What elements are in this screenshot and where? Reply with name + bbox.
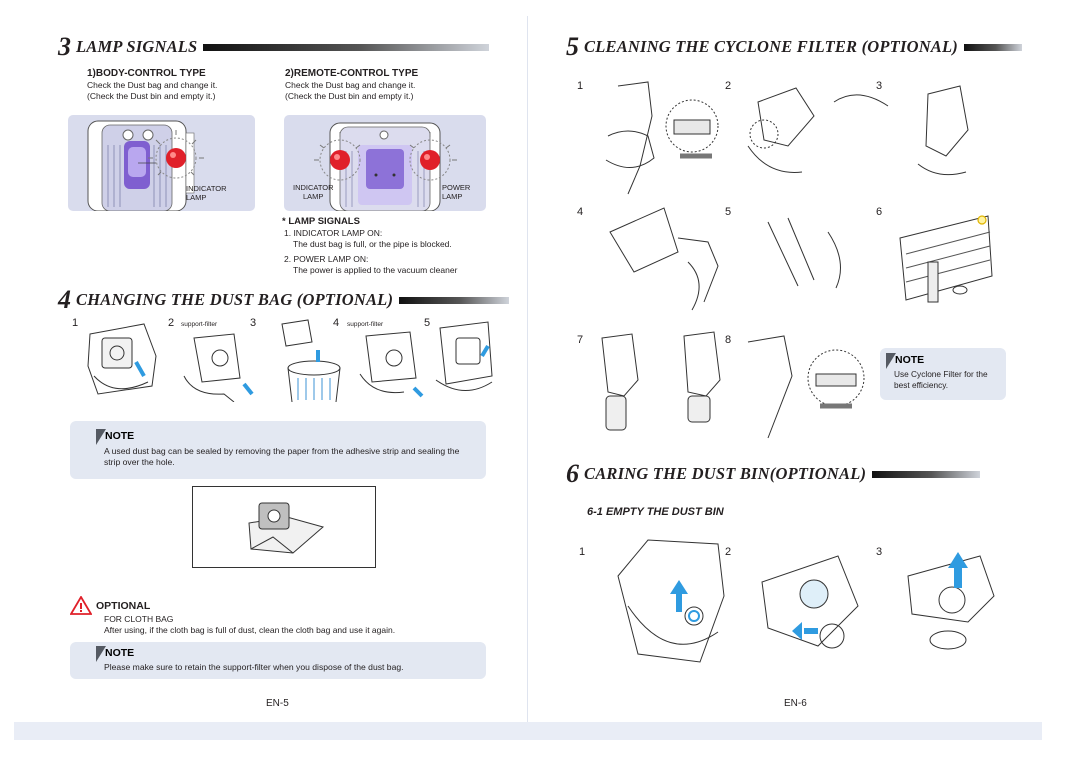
cyclone-step-8-number: 8 <box>725 334 732 346</box>
sealed-bag-drawing <box>248 502 325 554</box>
page-right: 5 CLEANING THE CYCLONE FILTER (OPTIONAL)… <box>528 16 1042 722</box>
bag-step-4-number: 4 <box>333 317 340 329</box>
support-filter-label-2: support-filter <box>347 321 384 328</box>
heading-bar <box>399 296 510 304</box>
bag-step-5-number: 5 <box>424 317 431 329</box>
section-title: CARING THE DUST BIN(OPTIONAL) <box>584 464 867 483</box>
support-filter-label-1: support-filter <box>181 321 218 328</box>
lamp-signals-heading: * LAMP SIGNALS <box>282 216 360 227</box>
indicator-lamp-label-2: LAMP <box>186 193 207 202</box>
cyclone-steps-7-8-illustration <box>601 331 865 439</box>
cyclone-step-7-number: 7 <box>577 334 584 346</box>
bin-step-1-number: 1 <box>579 546 586 558</box>
bag-step-3-number: 3 <box>250 317 257 329</box>
section-3-heading: 3 LAMP SIGNALS <box>58 32 490 61</box>
heading-bar <box>872 470 981 478</box>
remote-control-panel-drawing <box>314 122 457 211</box>
section-title: LAMP SIGNALS <box>76 37 198 56</box>
body-control-heading: 1)BODY-CONTROL TYPE <box>87 68 206 79</box>
optional-line-1: FOR CLOTH BAG <box>104 614 174 624</box>
remote-control-text-1: Check the Dust bag and change it. <box>285 80 416 90</box>
section-number: 3 <box>58 32 71 61</box>
heading-bar <box>203 43 490 51</box>
page-left: 3 LAMP SIGNALS 1)BODY-CONTROL TYPE Check… <box>14 16 528 722</box>
lamp-signal-2-desc: The power is applied to the vacuum clean… <box>293 265 458 275</box>
note-text: Please make sure to retain the support-f… <box>104 662 404 672</box>
remote-control-text-2: (Check the Dust bin and empty it.) <box>285 91 414 101</box>
section-number: 6 <box>566 459 579 488</box>
sealed-bag-illustration <box>192 486 376 568</box>
bin-step-3-number: 3 <box>876 546 883 558</box>
lamp-signal-2-title: 2. POWER LAMP ON: <box>284 254 369 264</box>
section-4-heading: 4 CHANGING THE DUST BAG (OPTIONAL) <box>58 285 510 314</box>
support-filter-note: NOTE Please make sure to retain the supp… <box>70 642 486 679</box>
cyclone-filter-note: NOTE Use Cyclone Filter for the best eff… <box>880 348 1006 400</box>
note-label: NOTE <box>886 353 924 369</box>
indicator-lamp-label-1: INDICATOR <box>186 184 227 193</box>
bag-step-2-number: 2 <box>168 317 175 329</box>
optional-heading: OPTIONAL <box>96 600 151 612</box>
body-control-lamp-illustration: INDICATOR LAMP <box>68 115 255 211</box>
section-number: 5 <box>566 32 579 61</box>
section-5-heading: 5 CLEANING THE CYCLONE FILTER (OPTIONAL) <box>566 34 1022 60</box>
heading-bar <box>963 43 1022 51</box>
body-control-text-1: Check the Dust bag and change it. <box>87 80 218 90</box>
page-number-right: EN-6 <box>784 698 807 709</box>
cyclone-step-2-number: 2 <box>725 80 732 92</box>
section-6-heading: 6 CARING THE DUST BIN(OPTIONAL) <box>566 459 981 488</box>
dust-bin-steps-illustration <box>617 539 995 663</box>
section-title: CHANGING THE DUST BAG (OPTIONAL) <box>76 290 394 309</box>
bag-step-1-number: 1 <box>72 317 79 329</box>
indicator-lamp-label-1: INDICATOR <box>293 183 334 192</box>
power-lamp-label-2: LAMP <box>442 192 463 201</box>
lamp-signal-1-desc: The dust bag is full, or the pipe is blo… <box>293 239 452 249</box>
cyclone-steps-4-6-illustration <box>609 207 993 311</box>
note-text: A used dust bag can be sealed by removin… <box>104 446 460 467</box>
cyclone-step-3-number: 3 <box>876 80 883 92</box>
spread-frame: 3 LAMP SIGNALS 1)BODY-CONTROL TYPE Check… <box>14 16 1042 740</box>
dust-bag-steps-illustration <box>87 319 493 402</box>
cyclone-step-5-number: 5 <box>725 206 732 218</box>
body-control-text-2: (Check the Dust bin and empty it.) <box>87 91 216 101</box>
body-control-panel-drawing <box>87 120 204 211</box>
note-label: NOTE <box>96 429 134 445</box>
section-title: CLEANING THE CYCLONE FILTER (OPTIONAL) <box>584 37 958 56</box>
page-number-left: EN-5 <box>266 698 289 709</box>
note-label: NOTE <box>96 646 134 662</box>
optional-line-2: After using, if the cloth bag is full of… <box>104 625 396 635</box>
empty-dust-bin-heading: 6-1 EMPTY THE DUST BIN <box>587 506 724 518</box>
bin-step-2-number: 2 <box>725 546 732 558</box>
cyclone-step-4-number: 4 <box>577 206 584 218</box>
cyclone-step-1-number: 1 <box>577 80 584 92</box>
remote-control-lamp-illustration: INDICATOR LAMP POWER LAMP <box>284 115 486 211</box>
power-lamp-label-1: POWER <box>442 183 471 192</box>
cyclone-steps-1-3-illustration <box>605 81 969 195</box>
note-text: Use Cyclone Filter for the best efficien… <box>894 369 988 390</box>
remote-control-heading: 2)REMOTE-CONTROL TYPE <box>285 68 419 79</box>
dust-bag-note: NOTE A used dust bag can be sealed by re… <box>70 421 486 479</box>
indicator-lamp-label-2: LAMP <box>303 192 324 201</box>
lamp-signal-1-title: 1. INDICATOR LAMP ON: <box>284 228 383 238</box>
cyclone-step-6-number: 6 <box>876 206 883 218</box>
section-number: 4 <box>58 285 71 314</box>
warning-icon <box>70 596 92 615</box>
